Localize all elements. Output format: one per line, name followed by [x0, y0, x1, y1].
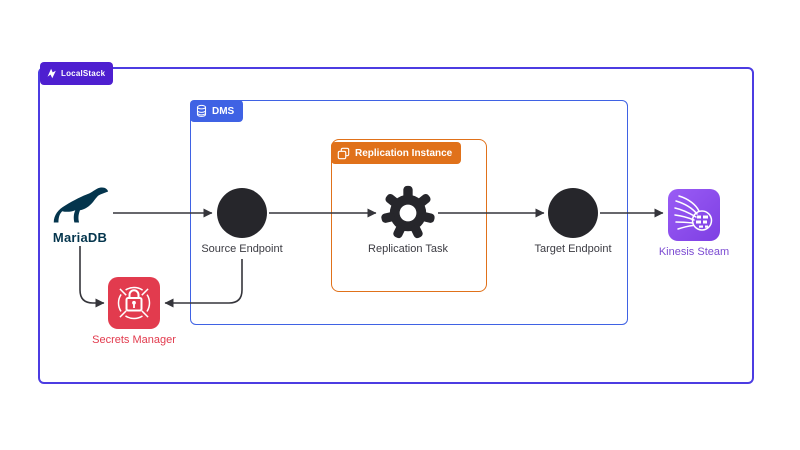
replication-instance-badge-label: Replication Instance [355, 147, 453, 159]
copy-squares-icon [337, 147, 350, 159]
target-endpoint-label: Target Endpoint [534, 243, 612, 255]
kinesis-stream-node [668, 189, 720, 241]
replication-instance-badge: Replication Instance [331, 142, 462, 164]
kinesis-stream-label: Kinesis Steam [658, 246, 730, 258]
kinesis-streams-icon [674, 195, 713, 231]
localstack-badge-label: LocalStack [61, 69, 106, 78]
replication-task-label: Replication Task [368, 243, 448, 255]
mariadb-label: MariaDB [52, 230, 108, 245]
secrets-manager-node [108, 277, 160, 329]
target-endpoint-node [548, 188, 598, 238]
source-endpoint-label: Source Endpoint [201, 243, 283, 255]
gear-icon [381, 185, 435, 239]
database-icon [196, 104, 207, 117]
secrets-manager-label: Secrets Manager [92, 334, 176, 346]
localstack-badge: LocalStack [40, 62, 114, 85]
dms-badge: DMS [190, 100, 244, 122]
lock-crosshair-icon [117, 286, 151, 320]
replication-task-node [380, 185, 436, 241]
dms-badge-label: DMS [212, 105, 235, 117]
mariadb-seal-icon [53, 187, 109, 223]
localstack-container [38, 67, 754, 384]
source-endpoint-node [217, 188, 267, 238]
localstack-logo-icon [47, 68, 56, 79]
replication-instance-container [331, 139, 487, 292]
